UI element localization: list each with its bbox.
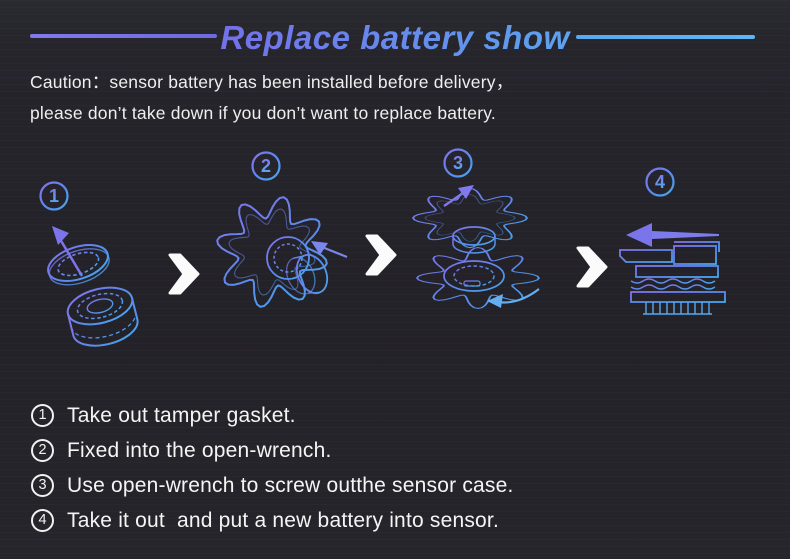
- instruction-item: 4 Take it out and put a new battery into…: [31, 503, 514, 538]
- caution-line-1: Caution：sensor battery has been installe…: [30, 72, 514, 92]
- open-wrench-inner: [228, 208, 316, 296]
- step-4-illustration-battery-out: [619, 223, 726, 315]
- sensor-case-notch: [463, 280, 481, 287]
- upper-wrench: [411, 187, 529, 249]
- step-3-illustration-unscrew: [411, 185, 541, 310]
- sensor-body: [66, 286, 139, 347]
- circled-number-3: 3: [31, 474, 54, 497]
- step-1-badge: 1: [39, 181, 69, 211]
- instruction-text: Take it out and put a new battery into s…: [67, 508, 499, 532]
- step-3-badge: 3: [443, 148, 473, 178]
- sensor-hub-teeth: [273, 243, 303, 273]
- step-3-number: 3: [453, 153, 463, 173]
- caution-note: Caution：sensor battery has been installe…: [30, 67, 513, 129]
- instruction-text: Take out tamper gasket.: [67, 403, 296, 427]
- circled-number-2: 2: [31, 439, 54, 462]
- caution-line-2: please don’t take down if you don’t want…: [30, 103, 496, 123]
- remove-arrow-shaft: [652, 231, 719, 239]
- arrowhead: [52, 226, 69, 245]
- next-step-chevron-icon: [365, 234, 397, 276]
- step-2-number: 2: [261, 156, 271, 176]
- sensor-case-ring: [443, 260, 505, 292]
- circled-number-4: 4: [31, 509, 54, 532]
- open-wrench-outline: [216, 196, 328, 308]
- tamper-gasket: [47, 244, 110, 286]
- title-rule-left: [30, 34, 217, 38]
- title-rule-right: [576, 35, 755, 39]
- take-out-arrow-icon: [58, 238, 84, 277]
- step-2-badge: 2: [251, 151, 281, 181]
- battery: [619, 249, 673, 263]
- circled-number-1: 1: [31, 404, 54, 427]
- step-4-badge: 4: [645, 167, 675, 197]
- remove-arrow-icon: [626, 223, 652, 247]
- arrowhead: [458, 185, 474, 199]
- instruction-text: Use open-wrench to screw outthe sensor c…: [67, 473, 514, 497]
- arrowhead: [487, 294, 503, 308]
- upper-wrench-inner: [424, 194, 516, 242]
- page-title: Replace battery show: [0, 19, 790, 57]
- sensor-teeth: [643, 302, 712, 315]
- step-1-number: 1: [49, 186, 59, 206]
- instruction-item: 1 Take out tamper gasket.: [31, 398, 514, 433]
- step-2-illustration-open-wrench: [216, 196, 348, 308]
- battery-holder: [673, 241, 720, 265]
- step-1-illustration-sensor-gasket: [47, 226, 139, 347]
- instruction-item: 2 Fixed into the open-wrench.: [31, 433, 514, 468]
- step-4-number: 4: [655, 172, 665, 192]
- sensor-cap-side: [452, 236, 496, 254]
- step-diagram: 1 2 3 4: [0, 140, 790, 385]
- next-step-chevron-icon: [576, 246, 608, 288]
- sensor-case-side: [630, 265, 726, 303]
- instruction-item: 3 Use open-wrench to screw outthe sensor…: [31, 468, 514, 503]
- instruction-text: Fixed into the open-wrench.: [67, 438, 332, 462]
- instruction-list: 1 Take out tamper gasket. 2 Fixed into t…: [31, 398, 514, 538]
- fix-arrow-icon: [321, 245, 348, 259]
- arrowhead: [311, 241, 328, 255]
- sensor-cylinder: [285, 253, 329, 295]
- next-step-chevron-icon: [168, 253, 200, 295]
- sensor-case-inner: [453, 265, 495, 287]
